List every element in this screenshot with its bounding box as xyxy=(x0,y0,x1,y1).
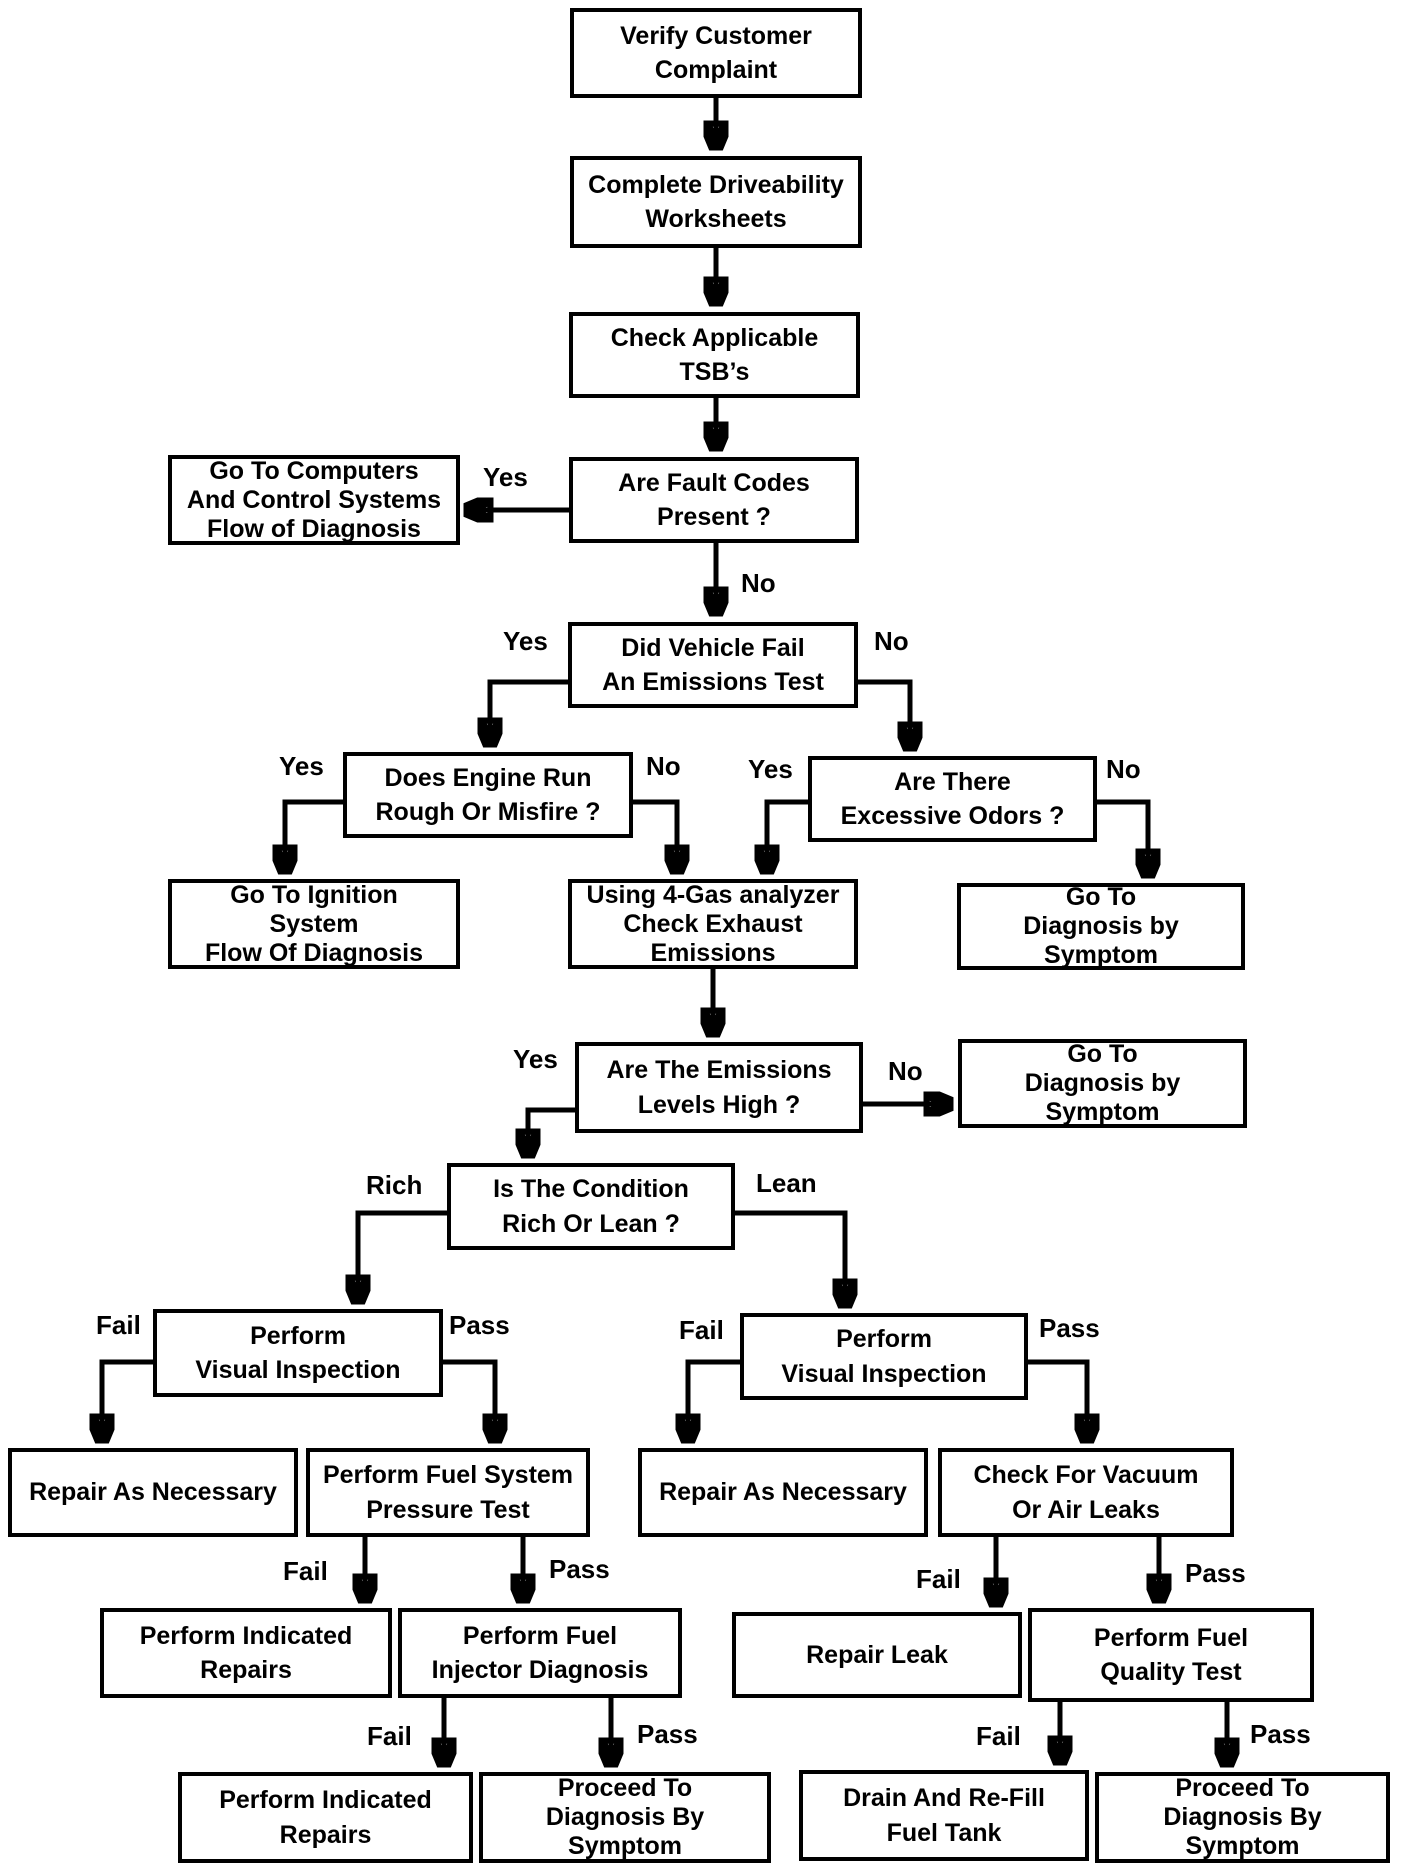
node-perform-indicated-repairs-2: Perform Indicated Repairs xyxy=(178,1772,473,1863)
edge-emissions-test-yes xyxy=(490,679,568,745)
edge-label-vis-lean-pass: Pass xyxy=(1039,1313,1100,1343)
node-are-emissions-levels-high: Are The Emissions Levels High ? xyxy=(575,1042,863,1133)
node-perform-fuel-quality-test: Perform Fuel Quality Test xyxy=(1028,1608,1314,1702)
edge-label-emissions-test-yes: Yes xyxy=(503,626,548,656)
node-proceed-to-diagnosis-by-symptom-1: Proceed To Diagnosis By Symptom xyxy=(479,1772,771,1863)
edge-label-vacuum-fail: Fail xyxy=(916,1564,961,1594)
edge-label-emissions-high-yes: Yes xyxy=(513,1044,558,1074)
node-repair-leak: Repair Leak xyxy=(732,1612,1022,1698)
node-go-to-diagnosis-by-symptom-1: Go To Diagnosis by Symptom xyxy=(957,883,1245,970)
node-go-to-ignition-flow: Go To Ignition System Flow Of Diagnosis xyxy=(168,879,460,969)
node-label: Perform Indicated Repairs xyxy=(219,1786,432,1849)
node-label: Complete Driveability Worksheets xyxy=(588,170,844,234)
node-label: Go To Computers And Control Systems Flow… xyxy=(186,456,442,543)
node-label: Drain And Re-Fill Fuel Tank xyxy=(843,1784,1045,1847)
node-label: Are There Excessive Odors ? xyxy=(840,767,1065,831)
edge-engine-rough-yes xyxy=(285,799,343,872)
edge-label-fault-codes-no: No xyxy=(741,568,776,598)
edge-label-engine-rough-no: No xyxy=(646,751,681,781)
edge-label-engine-rough-yes: Yes xyxy=(279,751,324,781)
node-is-condition-rich-or-lean: Is The Condition Rich Or Lean ? xyxy=(447,1163,735,1250)
node-are-fault-codes-present: Are Fault Codes Present ? xyxy=(569,457,859,543)
node-complete-driveability-worksheets: Complete Driveability Worksheets xyxy=(570,156,862,248)
edge-label-vacuum-pass: Pass xyxy=(1185,1558,1246,1588)
node-label: Perform Visual Inspection xyxy=(195,1321,401,1385)
edge-label-fault-codes-yes: Yes xyxy=(483,462,528,492)
node-label: Proceed To Diagnosis By Symptom xyxy=(545,1774,705,1860)
node-perform-fuel-injector-diagnosis: Perform Fuel Injector Diagnosis xyxy=(398,1608,682,1698)
edge-label-odors-yes: Yes xyxy=(748,754,793,784)
edge-label-condition-rich: Rich xyxy=(366,1170,423,1200)
edge-label-fuel-quality-pass: Pass xyxy=(1250,1719,1311,1749)
node-perform-fuel-system-pressure-test: Perform Fuel System Pressure Test xyxy=(306,1448,590,1537)
node-label: Did Vehicle Fail An Emissions Test xyxy=(602,633,824,697)
edge-label-vis-lean-fail: Fail xyxy=(679,1315,724,1345)
node-label: Perform Visual Inspection xyxy=(781,1325,987,1388)
node-are-there-excessive-odors: Are There Excessive Odors ? xyxy=(808,756,1097,842)
edge-label-injector-pass: Pass xyxy=(637,1719,698,1749)
node-label: Perform Indicated Repairs xyxy=(139,1621,353,1685)
node-label: Check For Vacuum Or Air Leaks xyxy=(973,1461,1199,1524)
node-label: Go To Ignition System Flow Of Diagnosis xyxy=(204,880,424,967)
edge-label-condition-lean: Lean xyxy=(756,1168,817,1198)
node-label: Are Fault Codes Present ? xyxy=(618,468,810,532)
edge-label-emissions-test-no: No xyxy=(874,626,909,656)
node-label: Is The Condition Rich Or Lean ? xyxy=(493,1175,689,1238)
node-label: Does Engine Run Rough Or Misfire ? xyxy=(375,763,601,827)
node-label: Proceed To Diagnosis By Symptom xyxy=(1163,1774,1322,1860)
node-verify-customer-complaint: Verify Customer Complaint xyxy=(570,8,862,98)
edge-condition-lean xyxy=(735,1210,845,1306)
node-label: Perform Fuel System Pressure Test xyxy=(322,1461,574,1524)
node-label: Are The Emissions Levels High ? xyxy=(606,1056,832,1119)
edge-label-fuel-pressure-pass: Pass xyxy=(549,1554,610,1584)
node-label: Go To Diagnosis by Symptom xyxy=(1023,883,1179,969)
node-check-applicable-tsbs: Check Applicable TSB’s xyxy=(569,312,860,398)
node-perform-visual-inspection-rich: Perform Visual Inspection xyxy=(153,1309,443,1397)
edge-label-vis-rich-fail: Fail xyxy=(96,1310,141,1340)
edge-odors-no xyxy=(1097,799,1148,876)
node-label: Perform Fuel Injector Diagnosis xyxy=(431,1621,649,1685)
edge-label-fuel-quality-fail: Fail xyxy=(976,1721,1021,1751)
node-label: Go To Diagnosis by Symptom xyxy=(1024,1040,1181,1126)
node-perform-indicated-repairs-1: Perform Indicated Repairs xyxy=(100,1608,392,1698)
edge-condition-rich xyxy=(358,1210,447,1302)
node-label: Repair As Necessary xyxy=(659,1478,907,1507)
node-label: Perform Fuel Quality Test xyxy=(1093,1623,1249,1687)
edge-label-odors-no: No xyxy=(1106,754,1141,784)
node-repair-as-necessary-lean: Repair As Necessary xyxy=(638,1448,928,1537)
node-label: Repair As Necessary xyxy=(29,1478,277,1507)
edge-odors-yes xyxy=(767,799,808,872)
node-does-engine-run-rough: Does Engine Run Rough Or Misfire ? xyxy=(343,752,633,838)
node-label: Using 4-Gas analyzer Check Exhaust Emiss… xyxy=(586,880,840,967)
edge-emissions-high-yes xyxy=(528,1107,575,1156)
node-label: Repair Leak xyxy=(806,1640,948,1669)
edge-vis-rich-pass xyxy=(443,1359,495,1441)
edge-label-fuel-pressure-fail: Fail xyxy=(283,1556,328,1586)
edge-label-emissions-high-no: No xyxy=(888,1056,923,1086)
node-did-vehicle-fail-emissions-test: Did Vehicle Fail An Emissions Test xyxy=(568,622,858,708)
node-repair-as-necessary-rich: Repair As Necessary xyxy=(8,1448,298,1537)
edge-label-injector-fail: Fail xyxy=(367,1721,412,1751)
edge-engine-rough-no xyxy=(633,799,677,872)
edge-vis-lean-pass xyxy=(1028,1359,1087,1441)
node-label: Verify Customer Complaint xyxy=(620,21,812,85)
node-using-4gas-analyzer: Using 4-Gas analyzer Check Exhaust Emiss… xyxy=(568,879,858,969)
node-label: Check Applicable TSB’s xyxy=(610,323,819,387)
node-drain-and-refill-fuel-tank: Drain And Re-Fill Fuel Tank xyxy=(799,1770,1089,1861)
edge-emissions-test-no xyxy=(858,679,910,749)
node-check-for-vacuum-or-air-leaks: Check For Vacuum Or Air Leaks xyxy=(938,1448,1234,1537)
edge-vis-rich-fail xyxy=(102,1359,153,1441)
edge-vis-lean-fail xyxy=(688,1359,740,1441)
node-go-to-computers-flow: Go To Computers And Control Systems Flow… xyxy=(168,455,460,545)
node-proceed-to-diagnosis-by-symptom-2: Proceed To Diagnosis By Symptom xyxy=(1095,1772,1390,1863)
node-go-to-diagnosis-by-symptom-2: Go To Diagnosis by Symptom xyxy=(958,1039,1247,1128)
node-perform-visual-inspection-lean: Perform Visual Inspection xyxy=(740,1313,1028,1400)
edge-label-vis-rich-pass: Pass xyxy=(449,1310,510,1340)
